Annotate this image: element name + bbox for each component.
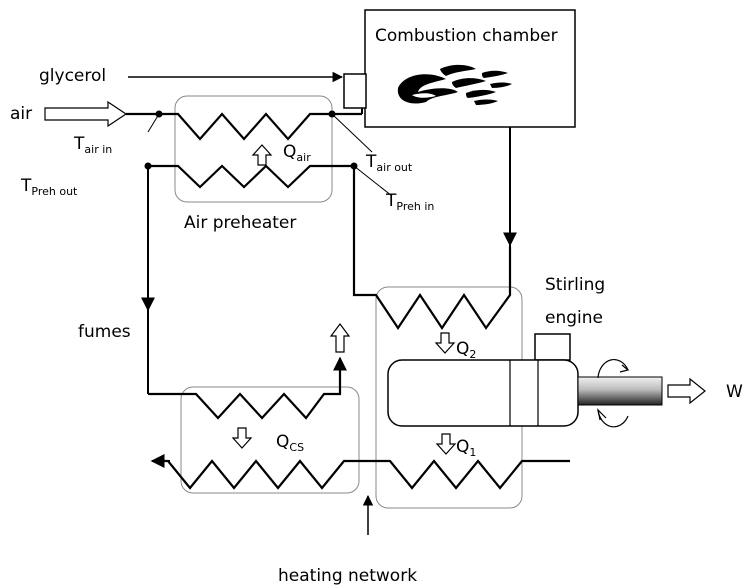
rotation-arrow-icon — [597, 358, 630, 428]
combustion-chamber-label: Combustion chamber — [375, 26, 558, 46]
glycerol-label: glycerol — [39, 66, 106, 86]
t-air-in-label: Tair in — [73, 134, 112, 156]
q2-arrow — [434, 332, 456, 354]
air-label: air — [10, 104, 32, 124]
air-preheater-box — [174, 95, 333, 203]
t-air-in-leader — [147, 113, 160, 133]
burner-icon — [343, 73, 367, 109]
fumes-exhaust-outlet-arrow — [329, 323, 351, 353]
heating-network-label: heating network — [278, 566, 417, 586]
stirling-hot-exchanger — [352, 166, 512, 330]
heat-recovery-fumes-line — [148, 360, 342, 420]
stirling-engine-label: Stirling — [545, 275, 605, 295]
q2-label: Q2 — [456, 339, 476, 361]
q1-label: Q1 — [456, 437, 476, 459]
t-preh-in-leader — [353, 165, 393, 197]
engine-top-block — [534, 333, 571, 361]
heat-recovery-box — [180, 386, 360, 494]
air-preheater-label: Air preheater — [184, 213, 296, 233]
q-air-label: Qair — [283, 142, 311, 164]
q-cs-arrow — [231, 427, 253, 449]
heating-network-line — [155, 459, 570, 490]
q1-arrow — [435, 433, 457, 455]
work-label: W — [726, 382, 743, 402]
flame-icon — [397, 64, 512, 105]
fumes-label: fumes — [78, 322, 131, 342]
stirling-engine-label: engine — [545, 308, 603, 328]
output-shaft — [577, 376, 663, 406]
work-output-arrow — [667, 377, 706, 405]
preheater-fumes-line — [148, 164, 354, 189]
combustion-chamber: Combustion chamber — [364, 9, 576, 128]
t-preh-in-label: TPreh in — [385, 191, 434, 213]
q-air-arrow — [251, 144, 273, 166]
q-cs-label: QCS — [276, 432, 304, 454]
engine-body — [387, 359, 579, 427]
t-air-out-label: Tair out — [365, 152, 413, 174]
t-preh-out-label: TPreh out — [20, 176, 78, 198]
t-air-out-leader — [331, 113, 373, 153]
air-line — [126, 112, 362, 141]
air-inlet-arrow — [44, 100, 128, 128]
